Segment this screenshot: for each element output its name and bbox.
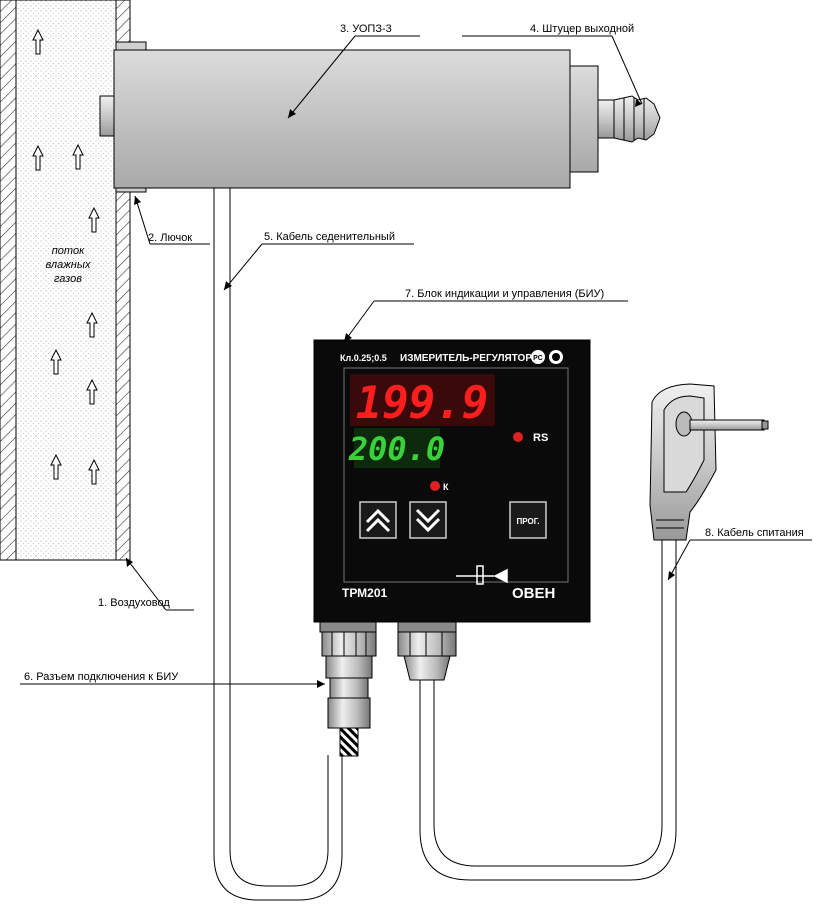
label-duct: 1. Воздуховод: [98, 597, 170, 609]
accuracy-class: Кл.0.25;0.5: [340, 353, 387, 363]
control-unit: Кл.0.25;0.5 ИЗМЕРИТЕЛЬ-РЕГУЛЯТОР PC 199.…: [313, 339, 591, 623]
rs-led: [513, 432, 523, 442]
flow-label-line2: влажных: [46, 259, 91, 271]
flow-label-line1: поток: [52, 245, 85, 257]
k-label: К: [443, 482, 449, 492]
down-button[interactable]: [409, 501, 447, 539]
display-top-window: [350, 374, 495, 426]
display-top-value: 199.9: [356, 378, 488, 429]
uopz-body: [113, 49, 599, 189]
outlet-fitting: [597, 95, 661, 143]
label-power-cable: 8. Кабель спитания: [705, 527, 804, 539]
k-led: [430, 481, 440, 491]
prog-button[interactable]: ПРОГ.: [509, 501, 547, 539]
brand-logo: ОВЕН: [512, 585, 555, 602]
up-button[interactable]: [359, 501, 397, 539]
chevron-down-icon: [415, 508, 441, 533]
biu-connector: [319, 619, 377, 757]
power-cable: [419, 540, 677, 881]
flow-arrows: [32, 28, 100, 485]
label-outlet: 4. Штуцер выходной: [530, 23, 634, 35]
power-plug: [649, 383, 769, 541]
label-hatch: 2. Лючок: [148, 232, 192, 244]
display-bottom-window: [354, 428, 440, 468]
label-control-unit: 7. Блок индикации и управления (БИУ): [405, 288, 604, 300]
label-connector: 6. Разъем подключения к БИУ: [24, 671, 179, 683]
svg-text:PC: PC: [533, 355, 543, 362]
display-bottom-value: 200.0: [348, 430, 445, 468]
rs-label: RS: [533, 432, 548, 444]
leader-arrowheads: [126, 99, 675, 688]
certification-icon: PC: [531, 350, 563, 364]
flow-label-line3: газов: [54, 273, 82, 285]
chevron-up-icon: [365, 508, 391, 533]
leader-lines: [20, 35, 812, 685]
device-title: ИЗМЕРИТЕЛЬ-РЕГУЛЯТОР: [400, 353, 532, 364]
cable-gland: [397, 619, 457, 681]
label-uopz: 3. УОПЗ-3: [340, 23, 392, 35]
model-label: ТРМ201: [342, 586, 388, 600]
air-duct: [0, 0, 131, 561]
connecting-cable: [213, 188, 343, 901]
label-connecting-cable: 5. Кабель седенительный: [264, 231, 395, 243]
prog-label: ПРОГ.: [517, 517, 540, 526]
valve-symbol-icon: [456, 565, 508, 585]
